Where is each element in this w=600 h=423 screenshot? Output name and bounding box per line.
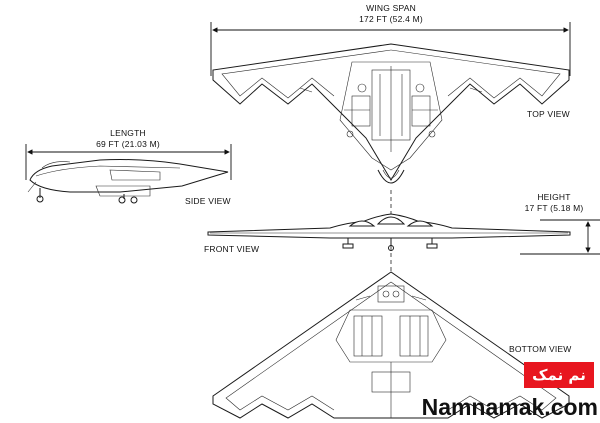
wing-span-dimension: WING SPAN 172 FT (52.4 M) xyxy=(210,3,571,76)
top-view-label: TOP VIEW xyxy=(527,109,570,119)
watermark-badge: نم نمک xyxy=(524,362,594,388)
length-title: LENGTH xyxy=(110,128,146,138)
wing-span-title: WING SPAN xyxy=(366,3,416,13)
length-value: 69 FT (21.03 M) xyxy=(96,139,160,149)
wing-span-value: 172 FT (52.4 M) xyxy=(359,14,423,24)
bottom-view-label: BOTTOM VIEW xyxy=(509,344,572,354)
watermark-site-text: Namnamak.com xyxy=(421,394,598,420)
front-view-label: FRONT VIEW xyxy=(204,244,259,254)
length-dimension: LENGTH 69 FT (21.03 M) xyxy=(25,128,232,180)
bottom-view-plane xyxy=(212,271,570,419)
height-value: 17 FT (5.18 M) xyxy=(525,203,584,213)
side-view-label: SIDE VIEW xyxy=(185,196,231,206)
front-view-plane xyxy=(207,213,571,251)
height-title: HEIGHT xyxy=(537,192,570,202)
top-view-plane xyxy=(212,43,570,184)
side-view-plane xyxy=(27,159,229,204)
height-dimension: HEIGHT 17 FT (5.18 M) xyxy=(520,192,600,255)
